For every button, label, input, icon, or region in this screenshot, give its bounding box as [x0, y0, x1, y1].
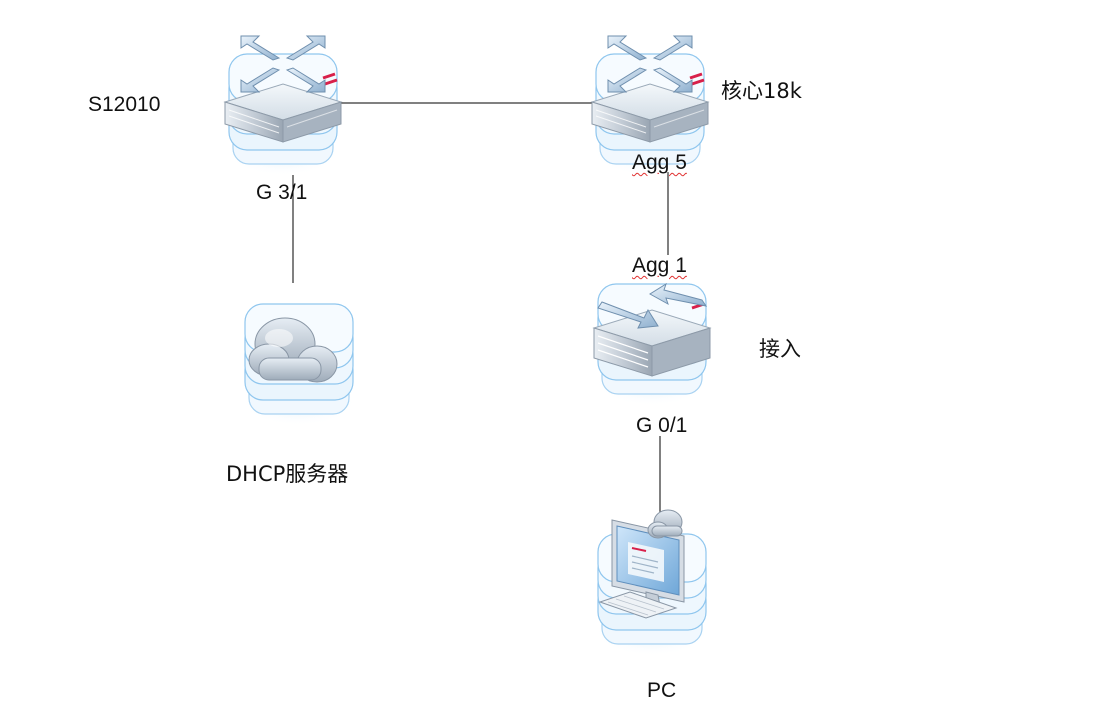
s12010-label: S12010	[88, 93, 161, 116]
access-switch-icon[interactable]	[594, 284, 710, 406]
core-label: 核心18k	[721, 79, 802, 103]
dhcp-label: DHCP服务器	[226, 462, 349, 486]
core-port-label: Agg 5	[632, 151, 687, 174]
s12010-port-label: G 3/1	[256, 181, 308, 204]
pc-label: PC	[647, 679, 677, 702]
access-label: 接入	[759, 337, 801, 361]
access-port-top-label: Agg 1	[632, 254, 687, 277]
pc-monitor-icon[interactable]	[594, 510, 710, 656]
dhcp-cloud-server-icon[interactable]	[241, 304, 357, 426]
s12010-core-switch-icon[interactable]	[225, 36, 341, 176]
access-port-bottom-label: G 0/1	[636, 414, 688, 437]
